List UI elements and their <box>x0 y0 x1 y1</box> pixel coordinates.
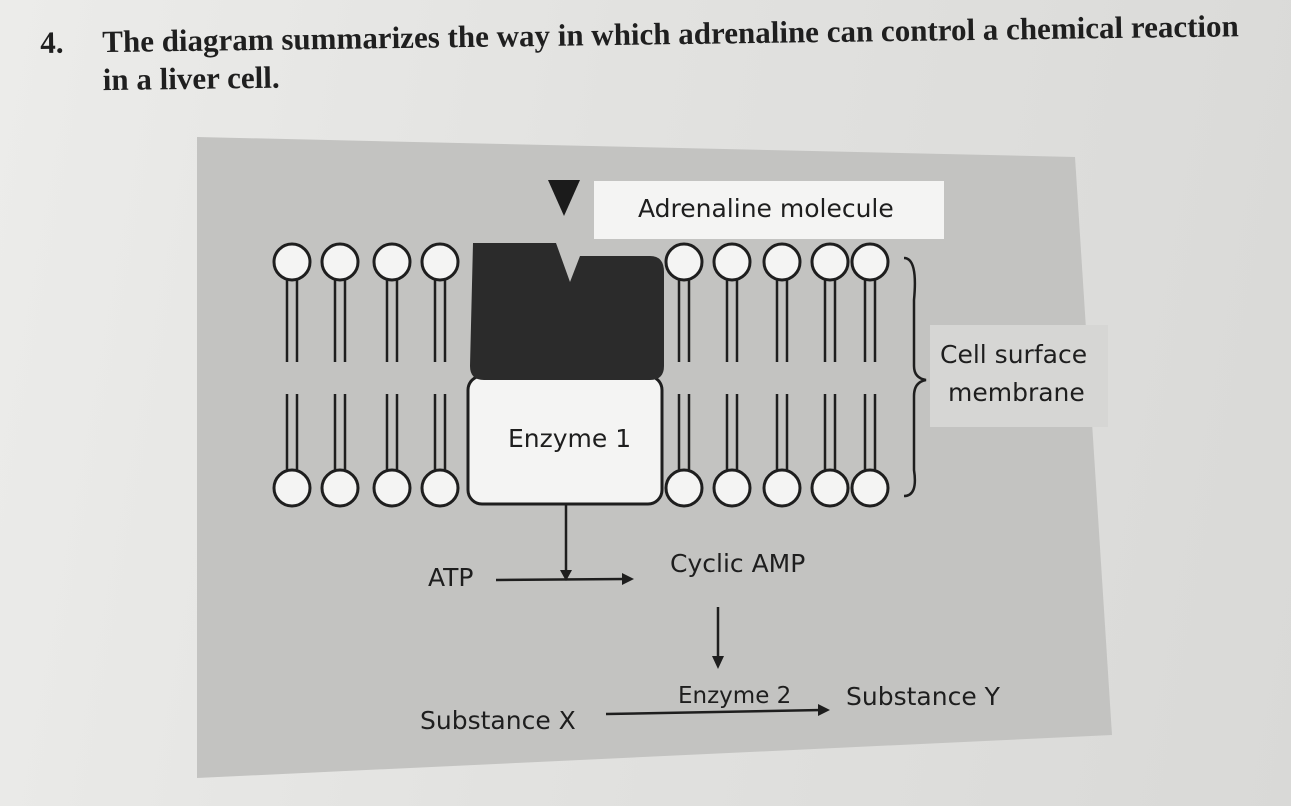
substance-y-label: Substance Y <box>846 682 1000 711</box>
membrane-label-line2: membrane <box>948 378 1085 407</box>
cyclic-amp-label: Cyclic AMP <box>670 549 806 578</box>
phospholipid-head <box>372 468 412 508</box>
phospholipid-head <box>810 468 850 508</box>
phospholipid-head <box>372 242 412 282</box>
atp-to-cyclic-amp-arrow <box>495 577 627 582</box>
phospholipid-head <box>320 242 360 282</box>
adrenaline-label-box <box>594 181 944 239</box>
atp-arrowhead <box>622 573 634 585</box>
phospholipid-head <box>272 242 312 282</box>
enzyme1-arrowhead <box>560 570 572 581</box>
phospholipid-head <box>664 468 704 508</box>
enzyme2-reaction-arrow <box>605 708 823 716</box>
phospholipid-head <box>762 468 802 508</box>
phospholipid-head <box>850 468 890 508</box>
phospholipid-head <box>712 242 752 282</box>
enzyme2-arrowhead <box>818 704 830 716</box>
phospholipid-head <box>420 468 460 508</box>
adrenaline-label: Adrenaline molecule <box>638 194 894 223</box>
phospholipid-head <box>664 242 704 282</box>
atp-label: ATP <box>428 563 474 592</box>
phospholipid-head <box>762 242 802 282</box>
adrenaline-molecule-shape <box>548 180 580 216</box>
membrane-brace <box>903 256 927 498</box>
membrane-label-line1: Cell surface <box>940 340 1088 369</box>
phospholipid-head <box>272 468 312 508</box>
cyclic-amp-arrowhead <box>712 656 724 669</box>
phospholipid-head <box>420 242 460 282</box>
phospholipid-bilayer <box>272 242 890 508</box>
phospholipid-head <box>320 468 360 508</box>
enzyme1-label: Enzyme 1 <box>508 424 632 453</box>
phospholipid-head <box>712 468 752 508</box>
substance-x-label: Substance X <box>420 706 576 735</box>
enzyme2-label: Enzyme 2 <box>678 683 792 709</box>
phospholipid-head <box>810 242 850 282</box>
membrane-label-box <box>930 325 1108 427</box>
receptor-protein <box>470 243 664 380</box>
phospholipid-head <box>850 242 890 282</box>
